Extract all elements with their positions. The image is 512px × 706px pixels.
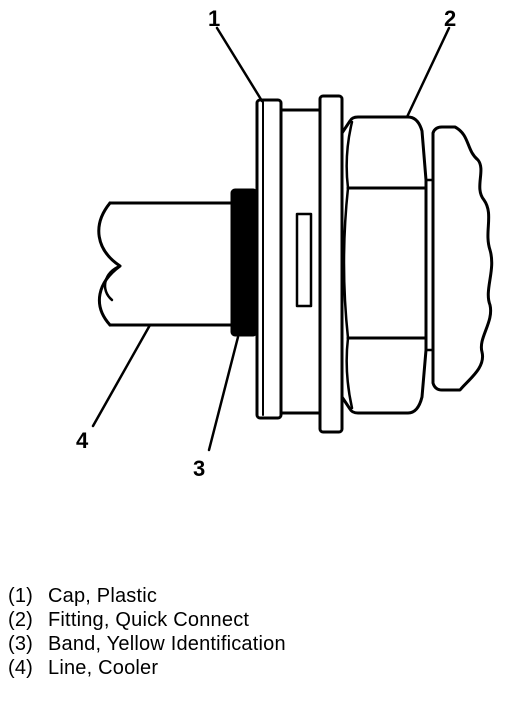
legend-item: (1) Cap, Plastic [8,584,286,608]
leader-1 [215,26,264,103]
leader-2 [405,26,451,119]
legend-item: (4) Line, Cooler [8,656,286,680]
legend-label: Band, Yellow Identification [48,633,286,655]
quick-connect-fitting-diagram: 1 2 3 4 [76,6,494,481]
legend-item: (3) Band, Yellow Identification [8,632,286,656]
leader-lines [91,26,451,452]
identification-band [230,188,258,337]
callout-2: 2 [444,6,456,31]
legend-number: (4) [8,657,34,679]
plastic-cap [255,98,283,420]
hex-nut [340,115,435,415]
legend-label: Line, Cooler [48,657,159,679]
legend-label: Fitting, Quick Connect [48,609,250,631]
cooler-section [431,125,494,392]
fitting-flange [318,94,344,434]
legend-number: (1) [8,585,34,607]
legend-label: Cap, Plastic [48,585,158,607]
fitting-body [279,108,323,415]
legend-item: (2) Fitting, Quick Connect [8,608,286,632]
cooler-line [97,201,234,327]
parts-legend: (1) Cap, Plastic (2) Fitting, Quick Connec… [8,584,286,680]
leader-3 [207,335,240,452]
leader-4 [91,323,152,428]
legend-number: (2) [8,609,34,631]
callout-1: 1 [208,6,220,31]
callout-4: 4 [76,428,89,453]
legend-number: (3) [8,633,34,655]
callout-3: 3 [193,456,205,481]
